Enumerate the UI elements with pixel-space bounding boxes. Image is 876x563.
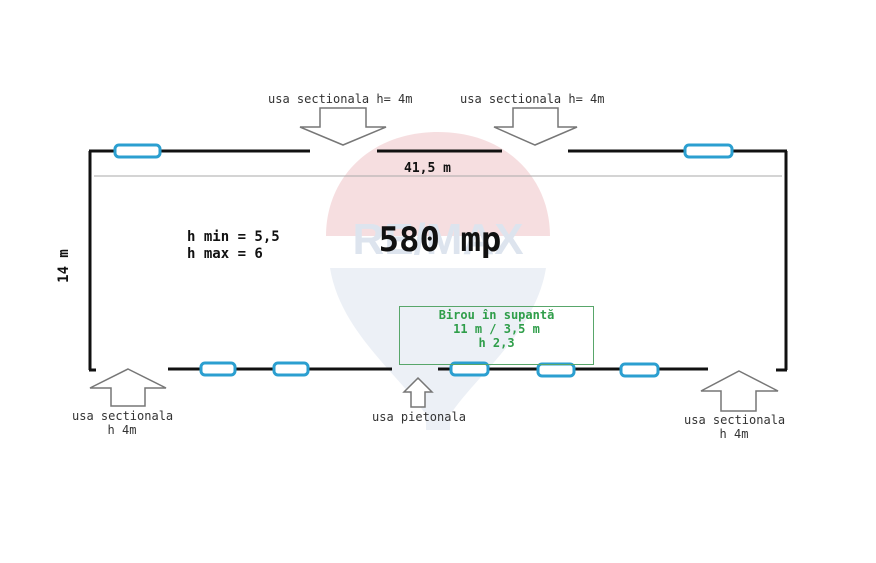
window	[199, 361, 237, 377]
door-label-bottom-left: usa sectionala h 4m	[72, 409, 174, 437]
up-arrow-icon	[700, 370, 779, 412]
width-label: 14 m	[56, 249, 72, 283]
window	[619, 362, 660, 378]
windows	[113, 143, 734, 378]
down-arrow-icon	[299, 107, 387, 146]
window	[536, 362, 576, 378]
window	[272, 361, 310, 377]
window	[683, 143, 734, 159]
office-title: Birou în supantă	[438, 308, 555, 322]
window	[113, 143, 162, 159]
door-label-top-right: usa sectionala h= 4m	[460, 92, 605, 106]
h-max-label: h max = 6	[187, 246, 263, 262]
height-notes: h min = 5,5 h max = 6	[187, 229, 280, 263]
up-arrow-icon	[402, 376, 434, 408]
door-label-bottom-right: usa sectionala h 4m	[684, 413, 786, 441]
door-label-bottom-left-line2: h 4m	[107, 423, 137, 437]
h-min-label: h min = 5,5	[187, 229, 280, 245]
window	[449, 361, 490, 377]
door-label-top-left: usa sectionala h= 4m	[268, 92, 413, 106]
length-label: 41,5 m	[404, 161, 451, 176]
area-label: 580 mp	[378, 220, 502, 260]
door-label-bottom-right-line2: h 4m	[719, 427, 749, 441]
down-arrow-icon	[493, 107, 578, 146]
remax-watermark: RE/MAX	[326, 132, 550, 430]
mezzanine-office: Birou în supantă 11 m / 3,5 m h 2,3	[399, 306, 594, 365]
door-arrows	[89, 107, 779, 412]
office-size: 11 m / 3,5 m	[453, 322, 540, 336]
up-arrow-icon	[89, 368, 167, 407]
office-height: h 2,3	[478, 336, 515, 350]
door-label-pedestrian: usa pietonala	[372, 410, 466, 424]
door-label-bottom-right-line1: usa sectionala	[684, 413, 786, 427]
door-label-bottom-left-line1: usa sectionala	[72, 409, 174, 423]
watermark-text: RE/MAX	[352, 215, 523, 264]
